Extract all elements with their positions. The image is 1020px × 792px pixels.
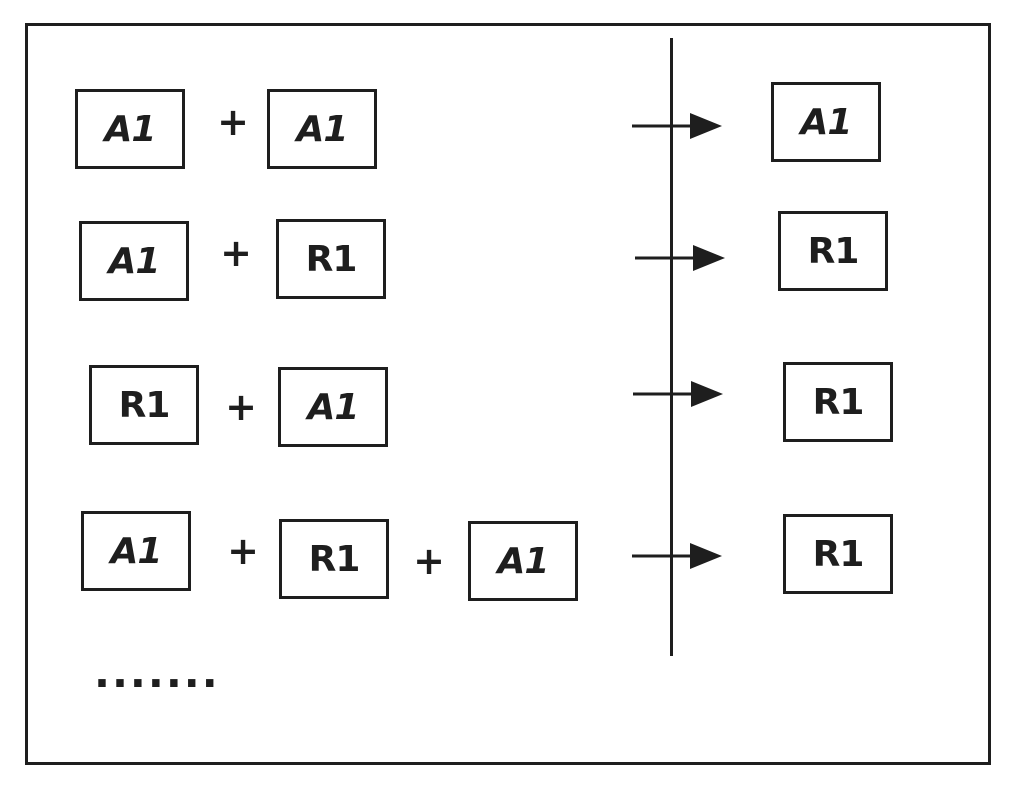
row-1-input-1-box: A1 xyxy=(75,89,185,169)
row-3-input-2-box: A1 xyxy=(278,367,388,447)
row-3-plus-1: + xyxy=(225,385,257,429)
row-3-arrow-icon xyxy=(633,381,723,407)
row-2-input-2-box: R1 xyxy=(276,219,386,299)
continuation-ellipsis: ....... xyxy=(94,648,220,697)
row-3-output-box: R1 xyxy=(783,362,893,442)
diagram-frame xyxy=(25,23,991,765)
row-4-arrow-icon xyxy=(632,543,722,569)
row-2-output-box: R1 xyxy=(778,211,888,291)
row-4-output-box: R1 xyxy=(783,514,893,594)
row-2-arrow-icon xyxy=(635,245,725,271)
row-2-plus-1: + xyxy=(220,231,252,275)
row-1-arrow-icon xyxy=(632,113,722,139)
row-4-plus-1: + xyxy=(227,529,259,573)
row-1-plus-1: + xyxy=(217,100,249,144)
row-3-input-1-box: R1 xyxy=(89,365,199,445)
vertical-divider xyxy=(670,38,673,656)
row-1-output-box: A1 xyxy=(771,82,881,162)
row-4-input-2-box: R1 xyxy=(279,519,389,599)
row-1-input-2-box: A1 xyxy=(267,89,377,169)
row-4-input-1-box: A1 xyxy=(81,511,191,591)
row-4-input-3-box: A1 xyxy=(468,521,578,601)
row-2-input-1-box: A1 xyxy=(79,221,189,301)
row-4-plus-2: + xyxy=(413,539,445,583)
